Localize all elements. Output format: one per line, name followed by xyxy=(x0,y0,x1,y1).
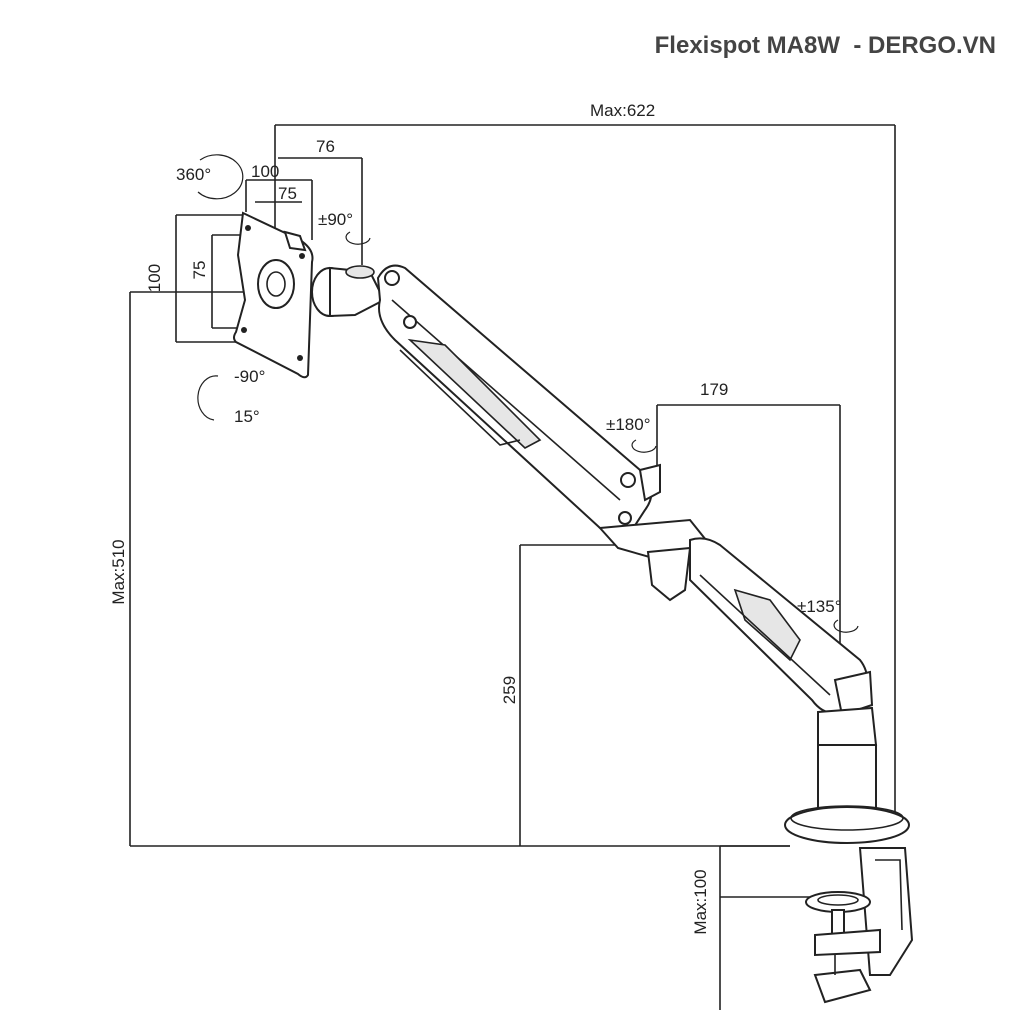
rotation-label: 360° xyxy=(176,165,211,184)
vesa-75-h-label: 75 xyxy=(190,261,209,280)
lower-reach-label: 179 xyxy=(700,380,728,399)
max-reach-label: Max:622 xyxy=(590,101,655,120)
clamp-pad-inner xyxy=(817,894,859,906)
upper-pivot-bolt xyxy=(403,315,417,329)
elbow-pivot-bolt xyxy=(620,472,636,488)
vesa-screw-hole xyxy=(299,253,305,259)
tilt-down-label: -90° xyxy=(234,367,265,386)
base-swivel-label: ±135° xyxy=(797,597,842,616)
dimension-labels: Max:622 76 100 75 100 75 Max:510 179 259… xyxy=(109,101,728,935)
pole xyxy=(817,744,877,814)
upper-arm-lower-edge xyxy=(399,349,521,446)
offset-76-label: 76 xyxy=(316,137,335,156)
vesa-top-tab xyxy=(283,230,307,252)
vesa-hub xyxy=(257,259,295,309)
pole-and-base xyxy=(784,706,914,1004)
elbow-lower-bolt xyxy=(618,511,632,525)
vesa-75-w-label: 75 xyxy=(278,184,297,203)
base-swivel-arrow-icon xyxy=(833,619,859,633)
angle-annotations: 360° ±90° -90° 15° ±180° ±135° xyxy=(176,154,859,633)
upper-arm xyxy=(376,264,653,536)
vesa-100-w-label: 100 xyxy=(251,162,279,181)
pole-collar xyxy=(817,706,878,750)
diagram-title: Flexispot MA8W - DERGO.VN xyxy=(654,32,996,59)
lower-arm-edge xyxy=(699,574,831,696)
vesa-screw-hole xyxy=(241,327,247,333)
vesa-100-h-label: 100 xyxy=(145,264,164,292)
tilt-up-label: 15° xyxy=(234,407,260,426)
upper-arm-body xyxy=(376,264,653,536)
head-pivot-bolt xyxy=(384,270,400,286)
pole-height-label: 259 xyxy=(500,676,519,704)
lower-arm xyxy=(689,537,874,717)
gas-spring-slot xyxy=(407,338,542,449)
rotation-arrow-icon xyxy=(197,154,244,200)
swivel-head-label: ±90° xyxy=(318,210,353,229)
elbow-swivel-label: ±180° xyxy=(606,415,651,434)
clamp-body xyxy=(858,847,914,976)
tilt-arrow-icon xyxy=(197,375,219,421)
vesa-hub-inner xyxy=(266,271,286,297)
head-swivel-cap xyxy=(345,265,375,279)
elbow-joint xyxy=(597,463,712,602)
vesa-screw-hole xyxy=(245,225,251,231)
cable-clip xyxy=(646,546,692,602)
upper-arm-edge xyxy=(391,299,621,501)
lower-arm-cap xyxy=(833,670,874,717)
clamp-bar xyxy=(814,928,881,957)
clamp-foot xyxy=(813,968,872,1004)
clamp-inner xyxy=(875,859,903,931)
desk-base xyxy=(784,806,910,844)
vesa-screw-hole xyxy=(297,355,303,361)
elbow-cap xyxy=(638,463,661,502)
clamp-label: Max:100 xyxy=(691,869,710,934)
swivel-head-arrow-icon xyxy=(345,231,371,245)
elbow-swivel-arrow-icon xyxy=(631,439,657,453)
desk-base-top xyxy=(790,805,904,831)
max-height-label: Max:510 xyxy=(109,539,128,604)
vesa-plate xyxy=(233,211,386,379)
